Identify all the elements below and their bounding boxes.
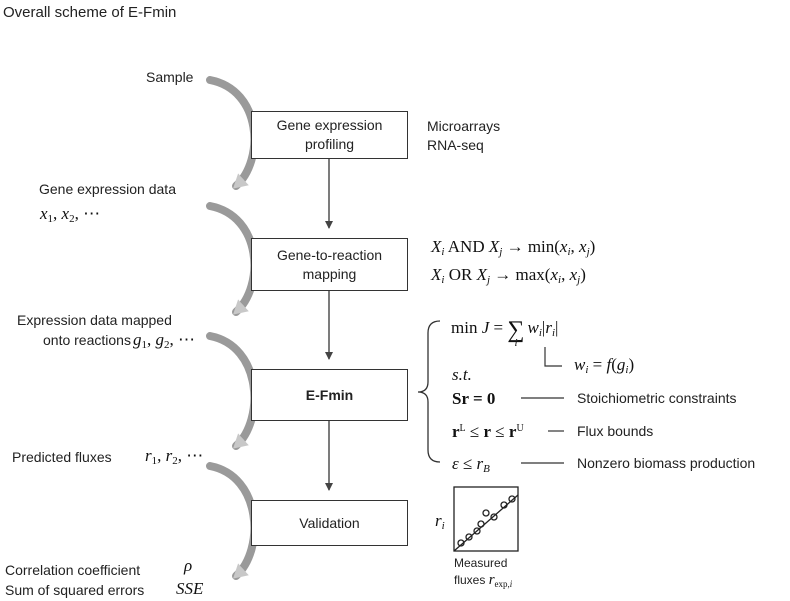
stoich-constraints-label: Stoichiometric constraints	[577, 390, 737, 406]
profiling-box-line2: profiling	[304, 136, 355, 152]
scatter-point	[477, 520, 485, 528]
predicted-vars: r1, r2, ⋯	[145, 446, 204, 467]
efmin-box-label: E-Fmin	[305, 386, 354, 403]
rnaseq-label: RNA-seq	[427, 137, 484, 153]
mapped-data-label-line2: onto reactions	[43, 332, 131, 348]
gene-expression-vars: x1, x2, ⋯	[40, 204, 101, 225]
curved-arrow-2	[206, 202, 259, 316]
scatter-x-label-line2: fluxes rexp,i	[454, 572, 513, 589]
scatter-x-label-line1: Measured	[454, 556, 508, 570]
scatter-point	[500, 501, 508, 509]
scatter-point	[457, 539, 465, 547]
efmin-box: E-Fmin	[251, 369, 408, 421]
weight-connector	[544, 347, 562, 367]
scatter-point	[508, 495, 516, 503]
correlation-symbol: ρ	[184, 556, 193, 575]
biomass-production-label: Nonzero biomass production	[577, 455, 756, 471]
mapping-box-line2: mapping	[302, 265, 357, 282]
subject-to-label: s.t.	[452, 365, 472, 384]
scatter-point	[465, 533, 473, 541]
gene-expression-profiling-box: Gene expression profiling	[251, 111, 408, 159]
microarrays-label: Microarrays	[427, 118, 501, 134]
mapping-box-line1: Gene-to-reaction	[276, 246, 383, 263]
stoich-equation: Sr = 0	[452, 389, 496, 408]
page-title: Overall scheme of E-Fmin	[3, 4, 177, 21]
correlation-label: Correlation coefficient	[5, 562, 141, 578]
validation-box: Validation	[251, 500, 408, 546]
curved-arrow-3	[206, 332, 259, 450]
curved-arrow-1	[206, 76, 259, 190]
sse-label: Sum of squared errors	[5, 582, 145, 598]
weight-definition: wi = f(gi)	[574, 355, 635, 376]
mapped-data-label-line1: Expression data mapped	[17, 312, 172, 328]
profiling-box-line1: Gene expression	[276, 117, 383, 134]
biomass-equation: ε ≤ rB	[452, 454, 490, 475]
and-rule: Xi AND Xj → min(xi, xj)	[431, 237, 596, 258]
gene-to-reaction-mapping-box: Gene-to-reaction mapping	[251, 238, 408, 291]
scatter-point	[482, 509, 490, 517]
scatter-point	[490, 513, 498, 521]
bounds-equation: rL ≤ r ≤ rU	[452, 422, 524, 441]
curved-arrow-4	[206, 462, 259, 580]
gene-expression-data-label: Gene expression data	[39, 181, 176, 197]
objective-function: min J = ∑iwi|ri|	[451, 317, 559, 349]
flux-bounds-label: Flux bounds	[577, 423, 654, 439]
sse-symbol: SSE	[176, 579, 204, 598]
predicted-fluxes-label: Predicted fluxes	[12, 449, 112, 465]
validation-scatter-plot	[453, 486, 519, 552]
sample-label: Sample	[146, 69, 194, 85]
mapped-vars: g1, g2, ⋯	[133, 330, 195, 351]
scatter-y-label: ri	[435, 511, 445, 532]
scatter-point	[473, 527, 481, 535]
validation-box-label: Validation	[299, 514, 360, 531]
formulation-brace	[417, 320, 441, 463]
or-rule: Xi OR Xj → max(xi, xj)	[431, 265, 586, 286]
